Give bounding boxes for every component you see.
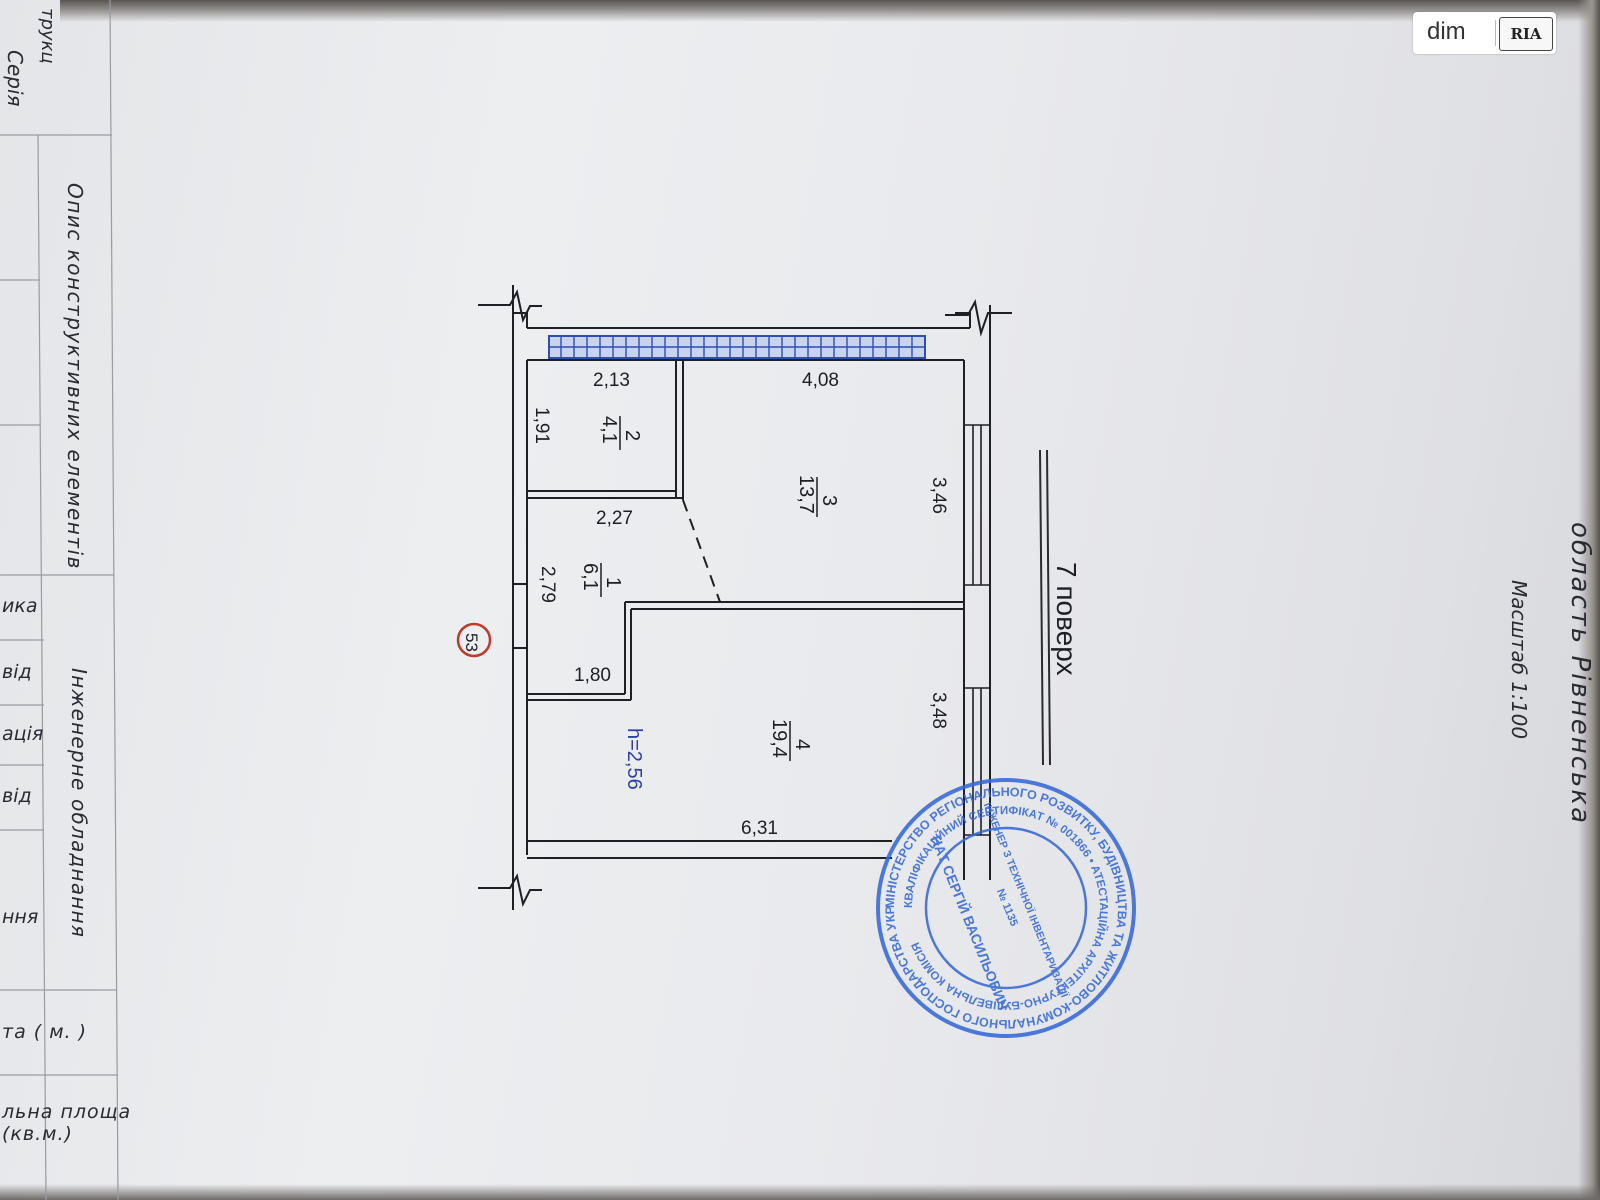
form-row-4: від xyxy=(2,785,32,807)
watermark-partner: RIA xyxy=(1499,17,1553,51)
room-label-3: 3 13,7 xyxy=(795,475,840,517)
form-top-fragment: трукц xyxy=(37,8,58,64)
region-label: область Рівненська xyxy=(1565,522,1595,825)
dim-ria-watermark[interactable]: dim RIA xyxy=(1413,12,1556,54)
paper-shadow-right xyxy=(1578,0,1600,1200)
room-1-area: 6,1 xyxy=(579,563,601,591)
dim-room3-wall: 3,46 xyxy=(928,477,949,514)
room-label-2: 2 4,1 xyxy=(598,416,643,450)
room-4-area: 19,4 xyxy=(768,719,790,758)
dim-room3-width: 4,08 xyxy=(802,370,839,391)
dim-room2-width: 2,13 xyxy=(593,370,630,391)
form-series-label: Серія xyxy=(3,50,27,107)
room-4-number: 4 xyxy=(791,739,813,750)
scale-label: Масштаб 1:100 xyxy=(1507,580,1531,739)
form-row-6: та ( м. ) xyxy=(2,1021,87,1043)
plan-windows xyxy=(964,424,990,836)
form-row-8: (кв.м.) xyxy=(2,1123,73,1145)
dim-room1-width: 2,27 xyxy=(596,508,633,529)
dim-room1-depth: 2,79 xyxy=(537,566,558,603)
dim-corridor-step: 1,80 xyxy=(574,665,611,686)
form-engineering-label: Інженерне обладнання xyxy=(67,668,91,938)
room-label-1: 1 6,1 xyxy=(579,563,624,597)
balcony-glazing xyxy=(548,335,926,359)
room-1-number: 1 xyxy=(602,577,624,588)
form-description-label: Опис конструктивних елементів xyxy=(63,183,87,570)
dim-room4-wall: 3,48 xyxy=(928,692,949,729)
dim-room2-depth: 1,91 xyxy=(531,407,552,444)
floor-label-lines xyxy=(1039,449,1051,766)
paper-shadow-top xyxy=(60,0,1600,22)
ceiling-height-label: h=2,56 xyxy=(623,728,645,790)
paper-shadow-bottom xyxy=(0,1184,1600,1200)
floor-label: 7 поверх xyxy=(1051,562,1082,675)
form-row-1: ика xyxy=(2,595,37,617)
unit-number: 53 xyxy=(462,633,481,652)
room-opening-dashed xyxy=(682,499,721,603)
stamp-center-line-2: № 1135 xyxy=(994,887,1020,928)
plan-walls xyxy=(478,285,1012,910)
unit-number-badge: 53 xyxy=(456,622,492,658)
room-3-area: 13,7 xyxy=(795,475,817,514)
watermark-divider xyxy=(1495,20,1496,46)
form-row-5: ння xyxy=(2,906,38,928)
dim-room4-width: 6,31 xyxy=(741,818,778,839)
room-2-number: 2 xyxy=(621,430,643,441)
room-3-number: 3 xyxy=(818,495,840,506)
form-row-2: від xyxy=(2,661,32,683)
form-row-3: ація xyxy=(2,723,43,745)
room-2-area: 4,1 xyxy=(598,416,620,444)
left-form-table xyxy=(0,0,119,1200)
watermark-brand: dim xyxy=(1427,18,1466,45)
form-row-7: льна площа xyxy=(1,1101,131,1123)
balcony-glazing-ticks xyxy=(560,336,913,358)
room-label-4: 4 19,4 xyxy=(768,719,813,761)
